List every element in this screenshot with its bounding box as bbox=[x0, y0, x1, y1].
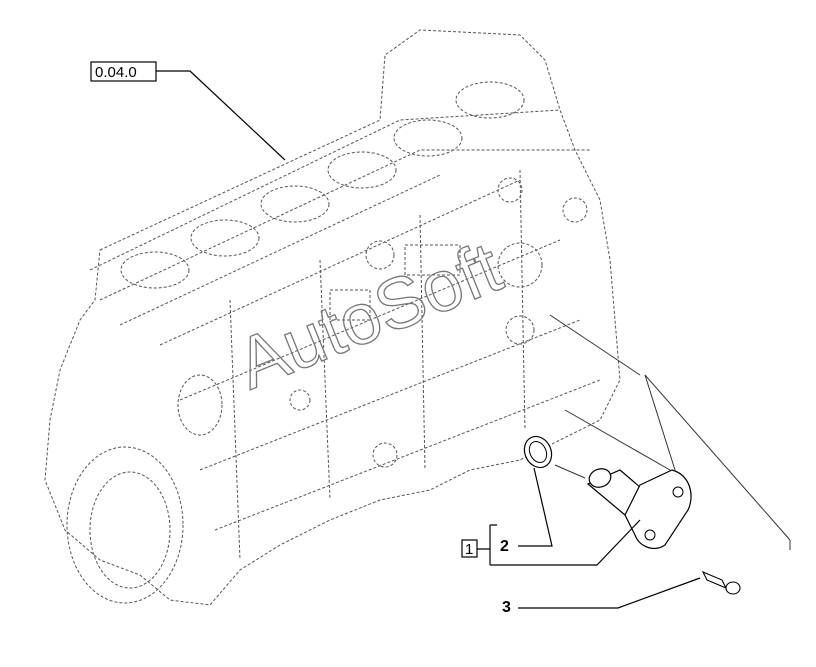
group-label: 1 bbox=[465, 541, 473, 558]
reference-leader-line bbox=[156, 70, 286, 161]
explode-lines bbox=[549, 314, 791, 550]
callout-bolt-number: 3 bbox=[502, 599, 511, 616]
seal-ring-part bbox=[523, 435, 553, 469]
pickup-tube-part bbox=[586, 468, 692, 549]
callout-seal-number: 2 bbox=[500, 538, 509, 555]
reference-label-group[interactable]: 0.04.0 bbox=[90, 61, 157, 82]
bolt-part bbox=[701, 570, 741, 595]
group-bracket-line bbox=[477, 519, 641, 566]
watermark-text: AutoSoft bbox=[226, 227, 512, 405]
reference-label: 0.04.0 bbox=[95, 64, 137, 81]
callout-bolt-leader bbox=[518, 577, 701, 609]
group-label-group[interactable]: 1 bbox=[461, 539, 478, 558]
engine-block-drawing bbox=[44, 29, 621, 606]
callout-seal-leader bbox=[518, 467, 553, 547]
